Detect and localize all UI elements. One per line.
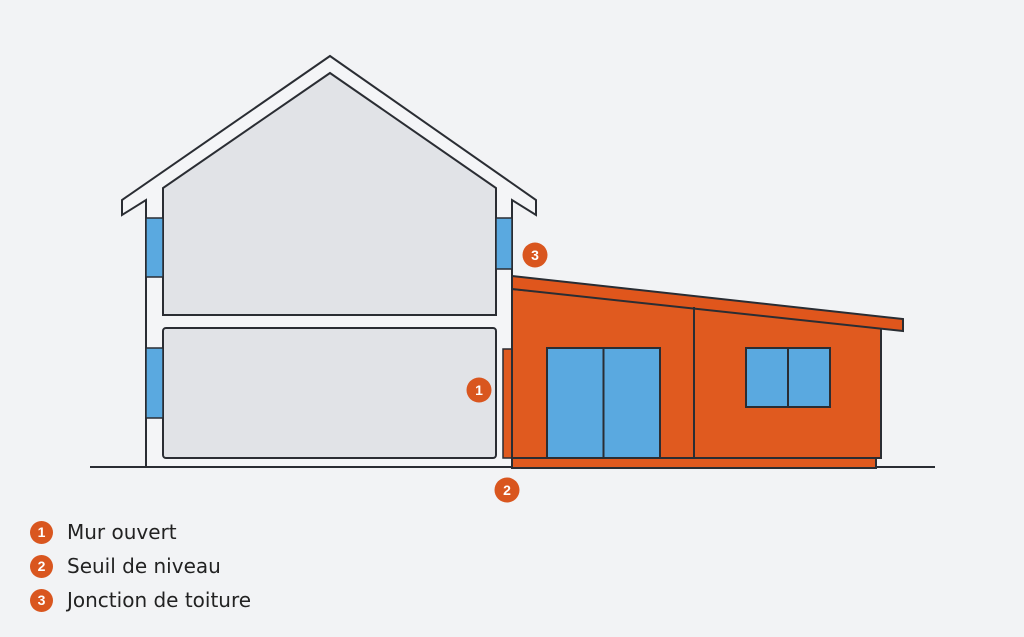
legend-badge-3: 3: [30, 588, 53, 612]
house-window-left-upper: [145, 217, 164, 278]
marker-1: 1: [466, 377, 492, 403]
marker-2-number: 2: [503, 482, 511, 498]
extension-roof: [511, 274, 904, 333]
extension-floor: [511, 457, 877, 469]
legend: 1 Mur ouvert 2 Seuil de niveau 3 Jonctio…: [30, 515, 251, 617]
legend-item-2: 2 Seuil de niveau: [30, 549, 251, 583]
marker-3-number: 3: [531, 247, 539, 263]
house-window-right-upper: [495, 217, 513, 270]
marker-1-number: 1: [475, 382, 483, 398]
legend-label-1: Mur ouvert: [67, 520, 177, 544]
house-lower-room: [162, 327, 497, 459]
legend-badge-2: 2: [30, 554, 53, 578]
legend-item-3: 3 Jonction de toiture: [30, 583, 251, 617]
house-window-left-lower: [145, 347, 164, 419]
legend-item-1: 1 Mur ouvert: [30, 515, 251, 549]
legend-badge-1: 1: [30, 520, 53, 544]
open-wall-section: [502, 348, 513, 459]
legend-label-3: Jonction de toiture: [67, 588, 252, 612]
marker-2: 2: [494, 477, 520, 503]
house-upper-room: [162, 71, 497, 316]
marker-3: 3: [522, 242, 548, 268]
legend-label-2: Seuil de niveau: [67, 554, 221, 578]
